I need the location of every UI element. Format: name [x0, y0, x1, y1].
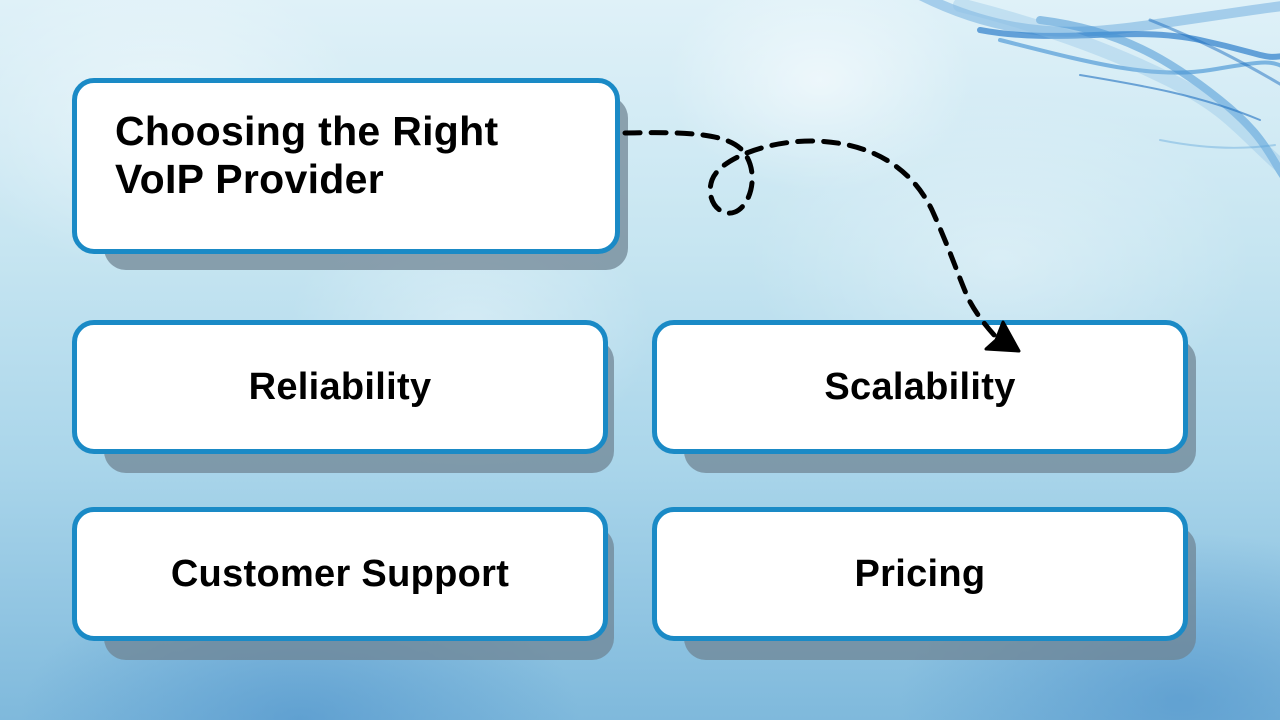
item-label: Scalability — [824, 365, 1016, 408]
title-card: Choosing the Right VoIP Provider — [72, 78, 620, 254]
item-label: Reliability — [248, 365, 432, 408]
title-line-1: Choosing the Right — [115, 108, 499, 154]
item-card-reliability: Reliability — [72, 320, 608, 454]
title-line-2: VoIP Provider — [115, 156, 384, 202]
title-text: Choosing the Right VoIP Provider — [115, 107, 498, 203]
item-label: Pricing — [854, 552, 986, 595]
item-card-scalability: Scalability — [652, 320, 1188, 454]
dashed-connector-path — [622, 130, 998, 339]
item-card-customer-support: Customer Support — [72, 507, 608, 641]
item-label: Customer Support — [170, 552, 510, 595]
item-card-pricing: Pricing — [652, 507, 1188, 641]
